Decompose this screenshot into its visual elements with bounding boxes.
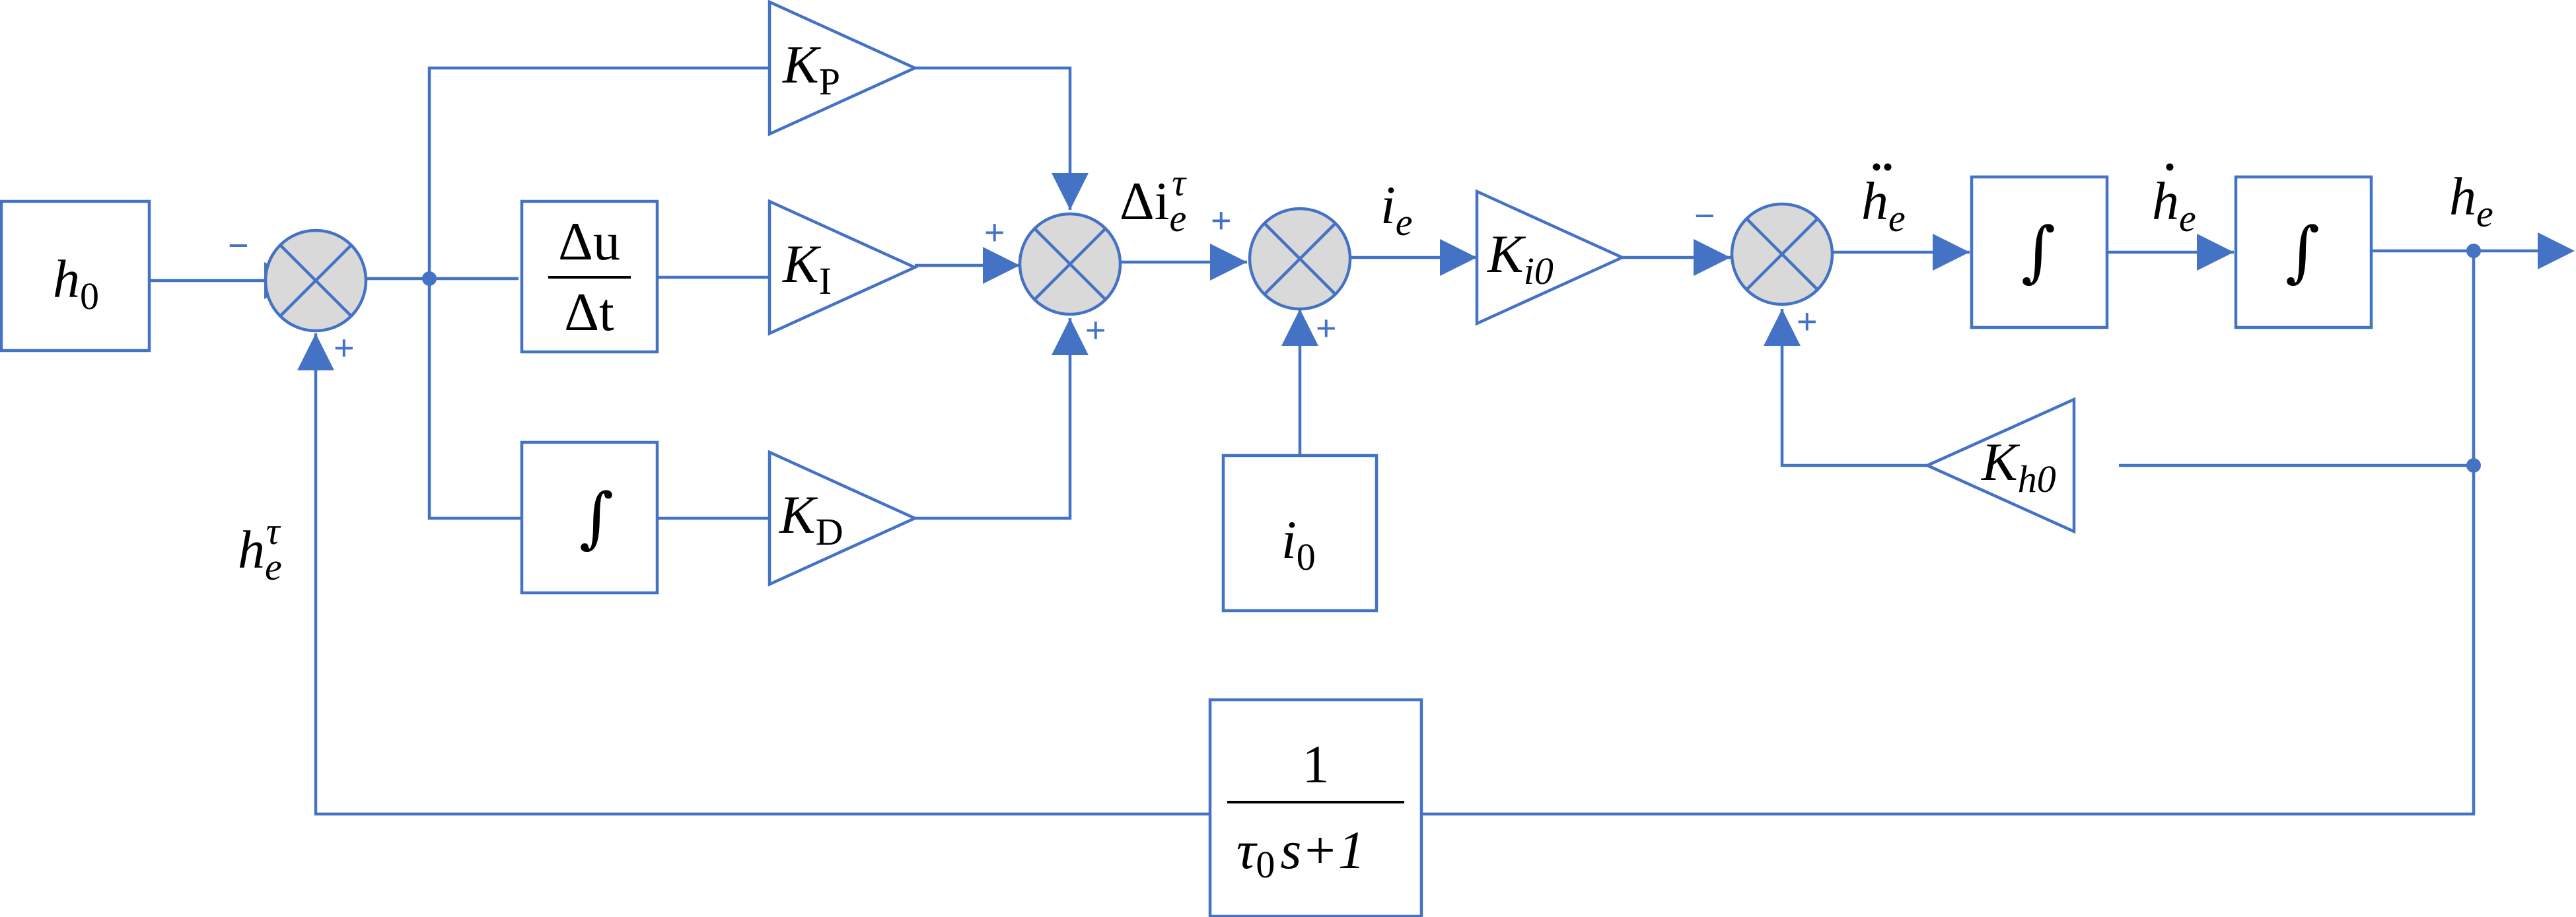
- summing-junction-3-cross: [1263, 222, 1337, 296]
- lag-numerator: 1: [1303, 734, 1330, 794]
- line-kd-to-sum2: [915, 318, 1072, 520]
- gain-ki-label: KI: [782, 234, 832, 302]
- gain-kh0: Kh0: [1923, 397, 2076, 534]
- gain-ki: KI: [768, 199, 919, 336]
- gain-kh0-triangle: [1923, 397, 2076, 534]
- signal-label-he-dot: he: [2152, 171, 2196, 240]
- gain-ki-triangle: [768, 199, 919, 336]
- sign-minus-sum1: −: [228, 226, 249, 265]
- summing-junction-1-cross: [279, 244, 353, 318]
- block-integrator-2-frame: [2234, 175, 2373, 329]
- double-dot-mark: [1873, 163, 1880, 171]
- summing-junction-2: [1018, 212, 1122, 316]
- arrow-into-sum4-bottom: [1764, 309, 1801, 346]
- arrow-into-sum3-bottom: [1281, 309, 1318, 346]
- gain-kp-triangle: [768, 0, 919, 137]
- arrow-into-sum2-left: [983, 247, 1020, 284]
- block-first-order-lag-frame: [1208, 698, 1423, 917]
- signal-label-ie: ie: [1380, 175, 1413, 244]
- single-dot-mark: [2166, 163, 2174, 171]
- arrow-into-sum2-bottom: [1052, 318, 1089, 355]
- line-kp-to-sum2: [915, 66, 1072, 210]
- arrow-into-ki0: [1440, 239, 1477, 276]
- gain-kp: KP: [768, 0, 919, 137]
- block-h0: h0: [0, 199, 151, 353]
- signal-label-delta-ie-tau: Δieτ: [1120, 161, 1187, 240]
- block-h0-frame: [0, 199, 151, 353]
- signal-label-he-tau: heτ: [238, 510, 282, 588]
- block-i0: i0: [1221, 454, 1378, 613]
- branch-dot-output: [2466, 244, 2481, 258]
- block-integrator-1-frame: [1970, 175, 2109, 329]
- branch-dot-feedback: [2466, 458, 2481, 473]
- sign-plus-sum4: +: [1797, 302, 1818, 341]
- lag-denominator: τ0s+1: [1236, 820, 1365, 886]
- block-h0-label: h0: [53, 249, 99, 318]
- sign-plus-sum2-left: +: [984, 213, 1005, 252]
- integral-sign: ∫: [579, 479, 614, 556]
- gain-kd-triangle: [768, 450, 919, 587]
- branch-dot-error: [422, 271, 437, 286]
- block-i0-frame: [1221, 454, 1378, 613]
- arrow-into-sum1-bottom: [297, 333, 334, 370]
- arrow-output: [2538, 232, 2575, 269]
- line-lag-to-sum1: [314, 333, 1210, 816]
- block-i0-label: i0: [1281, 510, 1316, 578]
- integral-sign: ∫: [2285, 213, 2320, 290]
- block-integrator-1: ∫: [1970, 175, 2109, 329]
- derivative-numerator: Δu: [558, 211, 620, 271]
- signal-label-he: he: [2449, 166, 2493, 235]
- arrow-into-sum4-left: [1694, 239, 1731, 276]
- summing-junction-3: [1248, 207, 1352, 311]
- sign-plus-sum2-bottom: +: [1085, 310, 1106, 350]
- gain-kp-label: KP: [782, 34, 840, 103]
- gain-ki0-label: Ki0: [1487, 224, 1554, 292]
- gain-kd: KD: [768, 450, 919, 587]
- line-feedback-to-lag: [1421, 465, 2476, 816]
- arrow-into-sum3-left: [1210, 244, 1247, 281]
- summing-junction-4: [1730, 202, 1834, 306]
- sign-plus-sum3-left: +: [1211, 201, 1232, 240]
- sign-plus-sum3-bottom: +: [1316, 308, 1337, 348]
- arrow-into-integrator1: [1933, 234, 1970, 271]
- block-integral-pid: ∫: [520, 440, 659, 595]
- double-dot-mark: [1884, 163, 1892, 171]
- block-first-order-lag: 1 τ0s+1: [1208, 698, 1423, 917]
- block-derivative: Δu Δt: [520, 199, 659, 354]
- gain-ki0: Ki0: [1475, 189, 1626, 326]
- arrow-into-sum2-top: [1052, 173, 1089, 210]
- integral-sign: ∫: [2021, 213, 2056, 290]
- summing-junction-2-cross: [1033, 227, 1107, 301]
- derivative-denominator: Δt: [564, 282, 614, 342]
- line-branch-to-kp: [427, 66, 769, 279]
- gain-kd-label: KD: [779, 485, 843, 553]
- gain-kh0-label: Kh0: [1981, 432, 2056, 500]
- summing-junction-1: [264, 228, 368, 333]
- sign-minus-sum4: −: [1694, 196, 1715, 236]
- line-kh0-to-sum4: [1780, 309, 1927, 467]
- arrow-into-integrator2: [2197, 234, 2234, 271]
- signal-label-he-ddot: he: [1861, 171, 1906, 240]
- sign-plus-sum1: +: [334, 328, 355, 368]
- block-integral-pid-frame: [520, 440, 659, 595]
- line-branch-to-integral: [427, 279, 522, 520]
- summing-junction-4-cross: [1745, 217, 1819, 291]
- block-integrator-2: ∫: [2234, 175, 2373, 329]
- gain-ki0-triangle: [1475, 189, 1626, 326]
